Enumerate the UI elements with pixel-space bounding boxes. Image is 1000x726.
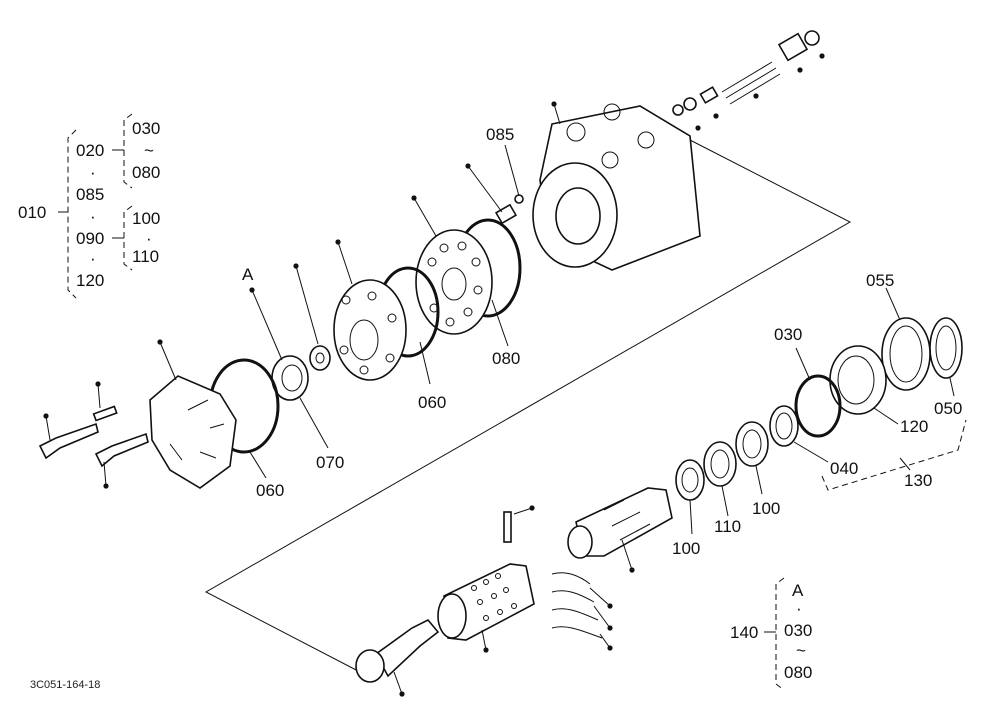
legend-140: 140 A · 030 ~ 080 xyxy=(730,577,812,691)
legend-090-sub-100: 100 xyxy=(132,209,160,228)
legend-010-dot-3: · xyxy=(90,249,96,268)
legend-090-sub-110: 110 xyxy=(132,247,159,266)
centering-springs xyxy=(551,572,613,651)
gerotor-plate: 080 xyxy=(411,195,522,368)
legend-010-dot-1: · xyxy=(90,163,96,182)
sleeve xyxy=(437,505,535,653)
rotor-set: 060 xyxy=(333,239,446,412)
spring-plug-set xyxy=(672,30,825,131)
callout-100-b: 100 xyxy=(672,539,700,558)
legend-090-sub-dot: · xyxy=(146,229,152,248)
legend-020-sub-030: 030 xyxy=(132,119,160,138)
end-cover: 060 xyxy=(149,339,284,500)
legend-020-sub-tilde: ~ xyxy=(144,141,154,160)
spool xyxy=(567,487,673,573)
callout-a: A xyxy=(242,265,254,284)
callout-040: 040 xyxy=(830,459,858,478)
ring-group-130: 055 050 120 030 040 130 xyxy=(769,271,967,491)
callout-130: 130 xyxy=(904,471,932,490)
callout-055: 055 xyxy=(866,271,894,290)
callout-060-bottom: 060 xyxy=(256,481,284,500)
legend-140-item-a: A xyxy=(792,581,804,600)
legend-010-item-120: 120 xyxy=(76,271,104,290)
callout-080: 080 xyxy=(492,349,520,368)
legend-010: 010 020 · 085 · 090 · 120 030 ~ 080 100 … xyxy=(18,113,160,299)
legend-140-item-080: 080 xyxy=(784,663,812,682)
callout-085: 085 xyxy=(486,125,514,144)
callout-070: 070 xyxy=(316,453,344,472)
drive-shaft xyxy=(355,619,440,697)
legend-010-root: 010 xyxy=(18,203,46,222)
callout-060-top: 060 xyxy=(418,393,446,412)
legend-010-dot-2: · xyxy=(90,207,96,226)
legend-010-item-090: 090 xyxy=(76,229,104,248)
legend-140-root: 140 xyxy=(730,623,758,642)
legend-010-item-020: 020 xyxy=(76,141,104,160)
callout-120: 120 xyxy=(900,417,928,436)
assembly-outline xyxy=(204,139,852,673)
callout-100-a: 100 xyxy=(752,499,780,518)
washers-100-110: 100 110 100 xyxy=(672,421,780,558)
callout-050: 050 xyxy=(934,399,962,418)
legend-020-sub-080: 080 xyxy=(132,163,160,182)
legend-140-dot: · xyxy=(796,599,802,618)
check-plug-085: 085 xyxy=(465,125,524,225)
figure-code: 3C051-164-18 xyxy=(30,679,100,691)
bolts-and-pin xyxy=(38,381,149,489)
valve-body xyxy=(532,101,701,271)
legend-010-item-085: 085 xyxy=(76,185,104,204)
legend-140-tilde: ~ xyxy=(796,641,806,660)
callout-030: 030 xyxy=(774,325,802,344)
callout-110: 110 xyxy=(714,517,741,536)
legend-140-item-030: 030 xyxy=(784,621,812,640)
spacer-070: 070 A xyxy=(242,263,344,472)
